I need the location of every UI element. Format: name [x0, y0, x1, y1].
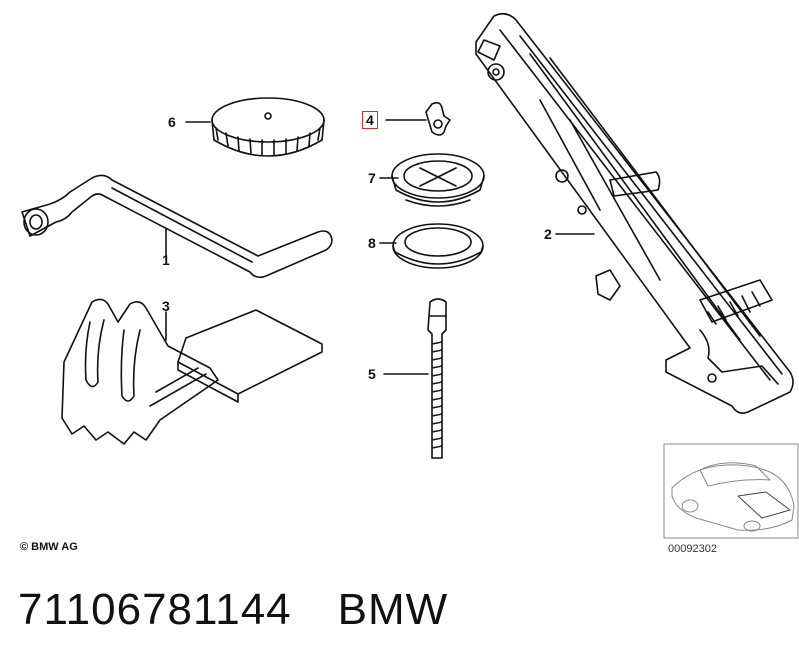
- washer-part: [392, 223, 484, 269]
- callout-item-4-highlighted[interactable]: 4: [362, 111, 378, 129]
- part-number: 71106781144: [18, 585, 292, 634]
- callout-item-7[interactable]: 7: [368, 170, 376, 186]
- brand-name: BMW: [337, 585, 449, 634]
- lug-wrench-part: [21, 174, 333, 279]
- wing-nut-part: [425, 101, 451, 136]
- knurled-cap-part: [211, 97, 325, 157]
- callout-item-8[interactable]: 8: [368, 235, 376, 251]
- wheel-chock-part: [61, 298, 323, 445]
- bolt-part: [427, 298, 447, 459]
- callout-item-3[interactable]: 3: [162, 298, 170, 314]
- part-caption: 71106781144 BMW: [18, 585, 448, 635]
- callout-item-1[interactable]: 1: [162, 252, 170, 268]
- diagram-reference-number: 00092302: [668, 543, 717, 555]
- callout-item-2[interactable]: 2: [544, 226, 552, 242]
- scissor-jack-part: [475, 12, 794, 414]
- callout-item-5[interactable]: 5: [368, 366, 376, 382]
- callout-item-6[interactable]: 6: [168, 114, 176, 130]
- car-thumbnail: [663, 443, 799, 539]
- copyright-notice: © BMW AG: [20, 541, 78, 553]
- grommet-part: [391, 153, 485, 207]
